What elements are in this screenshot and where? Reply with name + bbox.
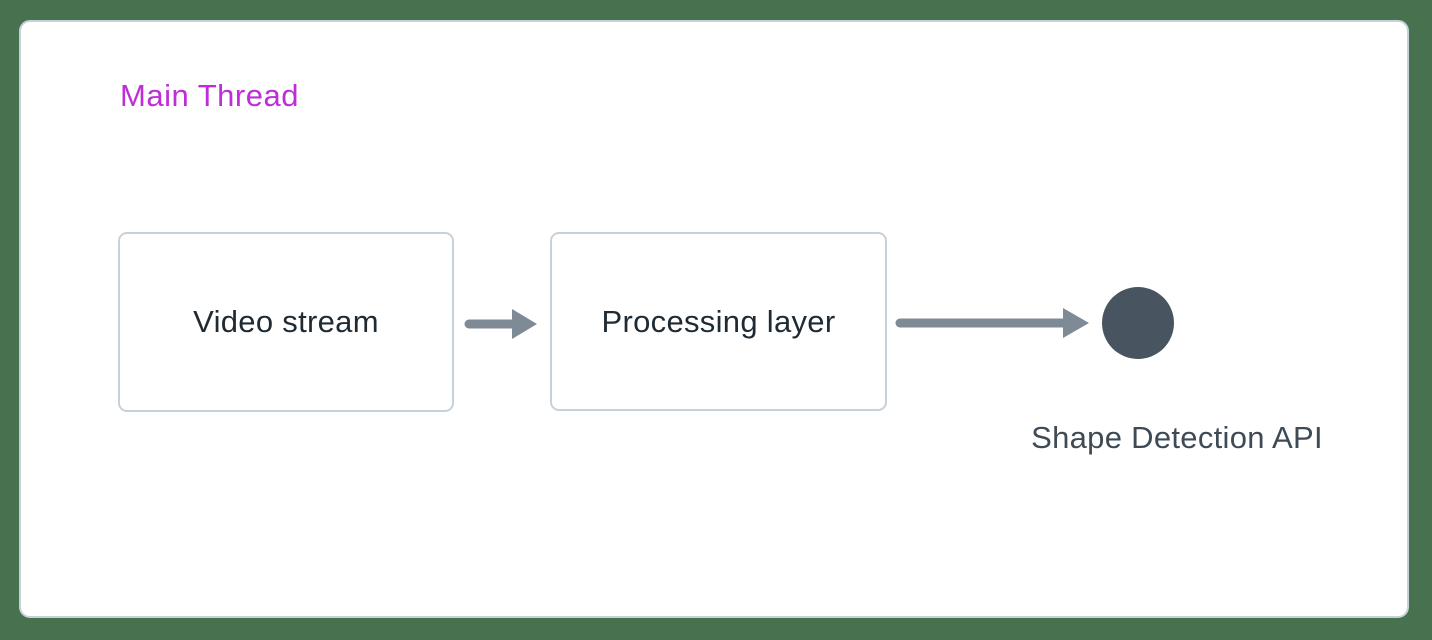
node-processing-layer-label: Processing layer (601, 303, 836, 339)
node-processing-layer: Processing layer (550, 232, 887, 411)
node-shape-detection-api-label: Shape Detection API (1031, 420, 1323, 455)
arrow-right-icon (895, 308, 1089, 338)
main-thread-label: Main Thread (120, 78, 299, 113)
node-video-stream-label: Video stream (193, 304, 379, 339)
arrow-right-icon (464, 309, 537, 339)
main-thread-panel: Main Thread Video stream Processing laye… (19, 20, 1409, 618)
node-shape-detection-api-circle (1102, 287, 1174, 359)
node-video-stream: Video stream (118, 232, 454, 412)
